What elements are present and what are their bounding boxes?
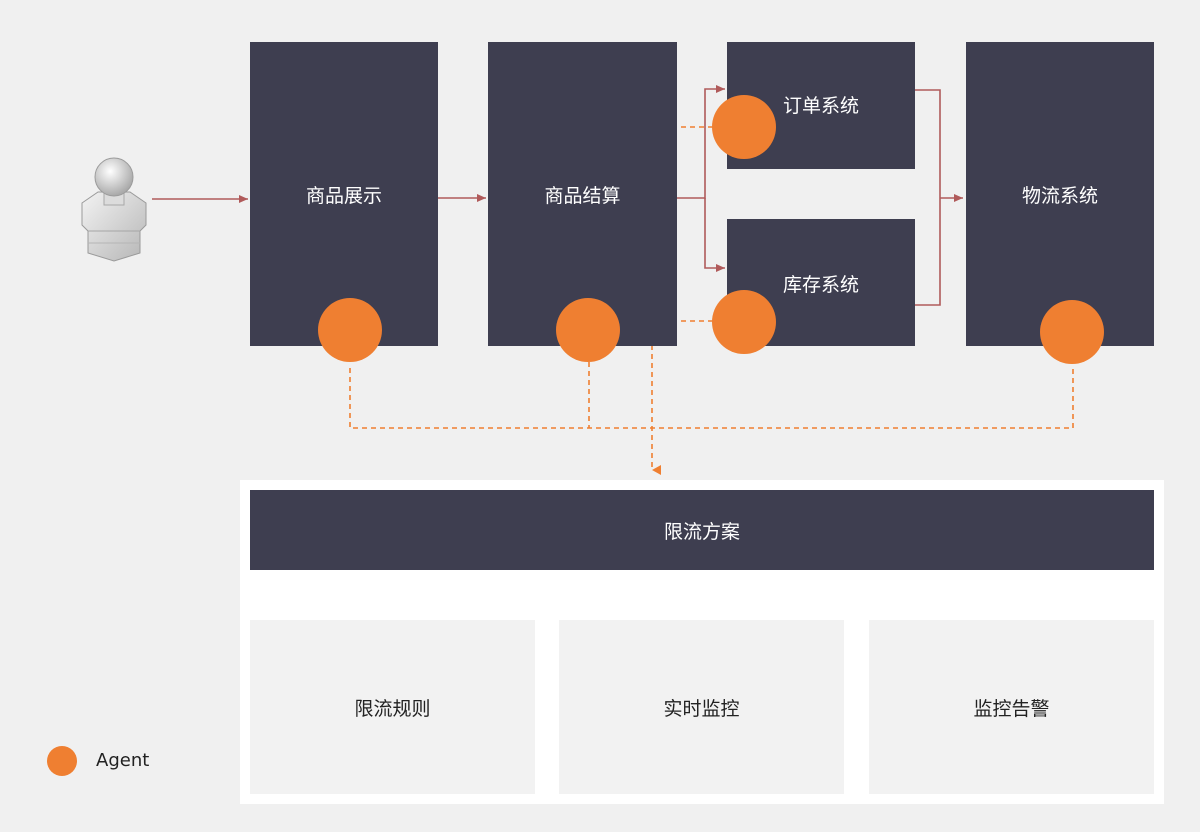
rate-limit-solution-header: 限流方案 (250, 490, 1154, 570)
agent-marker-inventory (712, 290, 776, 354)
agent-marker-logistics (1040, 300, 1104, 364)
realtime-monitor-label: 实时监控 (663, 697, 740, 720)
agent-marker-checkout (556, 298, 620, 362)
product-display-box: 商品展示 (250, 42, 438, 346)
rate-limit-rules-label: 限流规则 (354, 697, 431, 720)
monitor-alert-label: 监控告警 (973, 697, 1050, 720)
legend-agent-swatch (47, 746, 77, 776)
agent-marker-display (318, 298, 382, 362)
rate-limit-rules-box: 限流规则 (250, 620, 535, 794)
monitor-alert-box: 监控告警 (869, 620, 1154, 794)
rate-limit-solution-title: 限流方案 (663, 520, 740, 543)
product-display-label: 商品展示 (305, 184, 382, 207)
inventory-system-label: 库存系统 (782, 274, 859, 296)
product-checkout-label: 商品结算 (544, 184, 621, 207)
order-system-label: 订单系统 (782, 94, 859, 117)
product-checkout-box: 商品结算 (488, 42, 677, 346)
logistics-system-label: 物流系统 (1021, 184, 1098, 207)
legend-agent-label: Agent (96, 750, 150, 771)
realtime-monitor-box: 实时监控 (559, 620, 844, 794)
user-icon (81, 157, 147, 262)
agent-marker-order (712, 95, 776, 159)
flow-arrows (152, 85, 963, 306)
logistics-system-box: 物流系统 (966, 42, 1154, 346)
agent-links (349, 126, 1074, 475)
